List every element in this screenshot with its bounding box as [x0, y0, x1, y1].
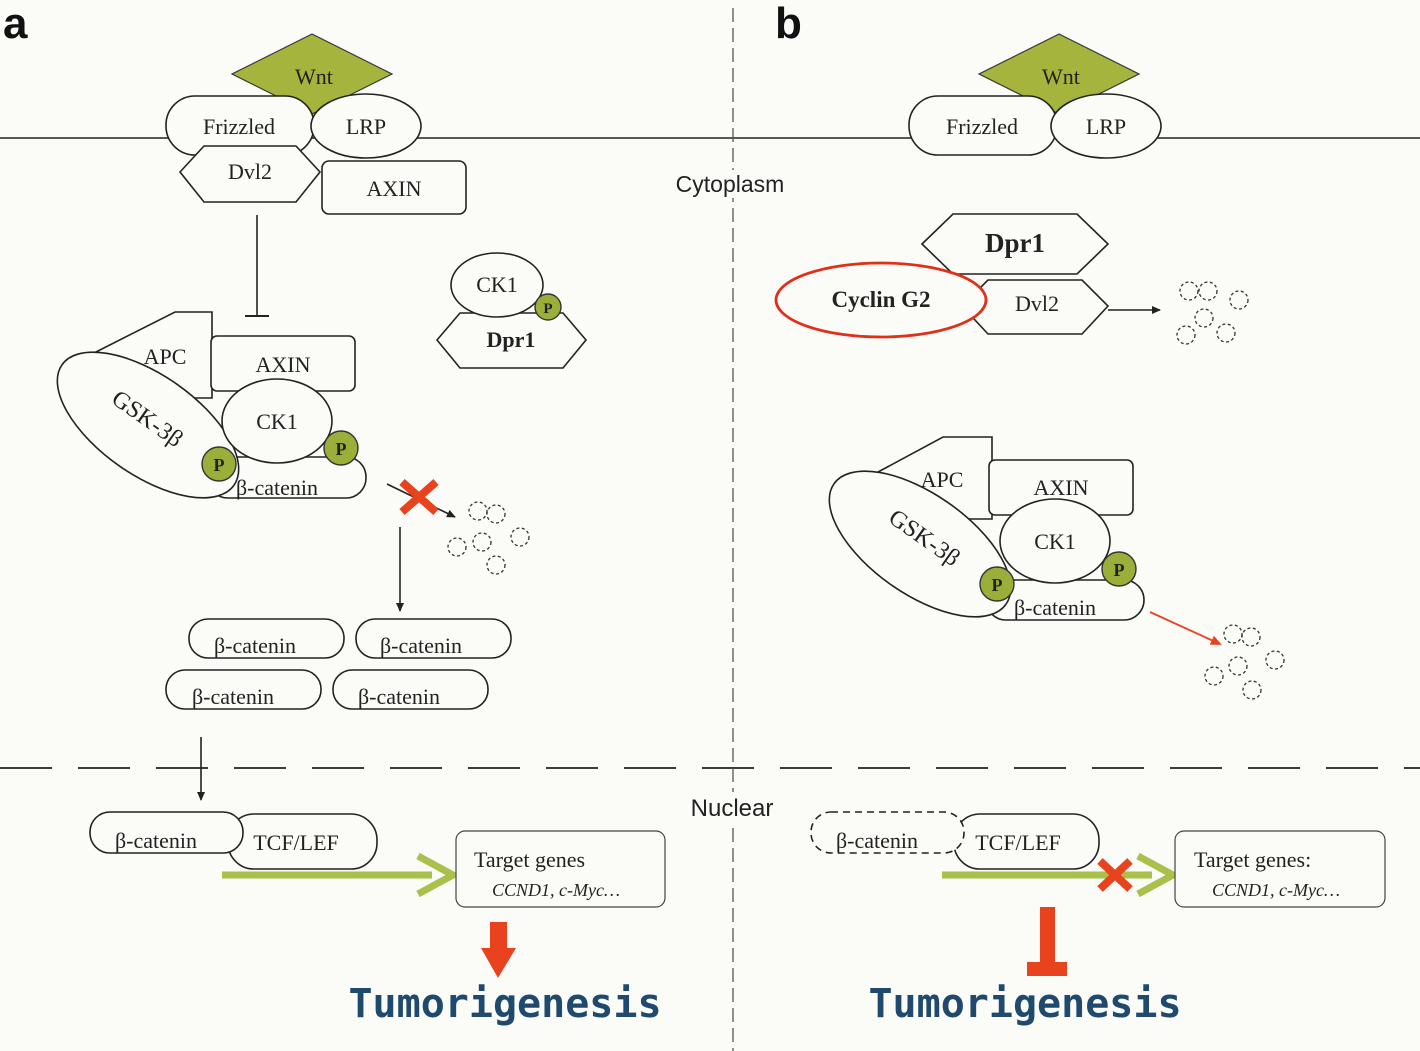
- dvl2-label-b: Dvl2: [1015, 291, 1059, 316]
- ck1-label-a: CK1: [256, 409, 298, 434]
- red-cross-block-icon: [399, 479, 439, 515]
- red-cross-block-icon: [1097, 858, 1133, 892]
- tcf-lef-label-b: TCF/LEF: [975, 830, 1061, 855]
- tumorigenesis-label-a: Tumorigenesis: [348, 981, 661, 1027]
- ck1-label-b: CK1: [1034, 529, 1076, 554]
- beta-catenin-pool-label: β-catenin: [214, 633, 296, 658]
- panel-a: Wnt Frizzled LRP Dvl2 AXIN Dpr1 CK1 P AP…: [56, 33, 666, 1027]
- dvl2-a: [178, 145, 322, 203]
- lrp-coreceptor-b: [1050, 93, 1162, 159]
- cyclin-g2: [774, 261, 988, 339]
- promotes-arrow-icon: [481, 922, 516, 978]
- apc-label-a: APC: [144, 344, 187, 369]
- phosphate-badge-icon: [1101, 551, 1137, 587]
- apc-label-b: APC: [921, 467, 964, 492]
- target-genes-list-b: CCND1, c-Myc…: [1212, 880, 1340, 900]
- dpr1-a: [435, 312, 588, 369]
- panel-label-a: a: [3, 0, 28, 48]
- axin-label-b: AXIN: [1034, 475, 1089, 500]
- degradation-fragments-icon: [1204, 624, 1285, 700]
- beta-catenin-pool-label: β-catenin: [192, 684, 274, 709]
- wnt-label-b: Wnt: [1042, 64, 1080, 89]
- target-genes-box-a: [455, 830, 666, 908]
- lrp-coreceptor-a: [310, 93, 422, 159]
- beta-catenin-pool: [332, 669, 489, 710]
- ck1-free-a: [450, 252, 544, 318]
- target-genes-label-b: Target genes:: [1194, 847, 1311, 872]
- tumorigenesis-label-b: Tumorigenesis: [868, 981, 1181, 1027]
- dvl2-b: [960, 279, 1110, 335]
- beta-catenin-complex-label-b: β-catenin: [1014, 595, 1096, 620]
- axin-label-a: AXIN: [256, 352, 311, 377]
- beta-catenin-nuclear-label-b: β-catenin: [836, 828, 918, 853]
- beta-catenin-pool: [355, 618, 512, 659]
- phosphate-label: P: [992, 575, 1003, 595]
- phosphate-badge-icon: [201, 446, 237, 482]
- beta-catenin-nuclear-a: [89, 811, 244, 854]
- gsk3b-a: [56, 351, 240, 499]
- cyclin-g2-label: Cyclin G2: [831, 287, 930, 312]
- target-genes-box-b: [1174, 830, 1386, 908]
- axin-membrane-label-a: AXIN: [367, 176, 422, 201]
- inhibition-bar-icon: [1027, 907, 1067, 976]
- phosphate-badge-icon: [979, 566, 1015, 602]
- beta-catenin-pool: [188, 618, 345, 659]
- beta-catenin-nuclear-b: [810, 811, 965, 854]
- phosphate-label: P: [214, 455, 225, 475]
- degradation-fragments-icon: [1176, 281, 1249, 345]
- beta-catenin-degradation-arrow-b: [1149, 611, 1222, 645]
- panel-b: Wnt Frizzled LRP Dpr1 Dvl2 Cyclin G2 APC…: [774, 33, 1386, 1027]
- beta-catenin-pool-label: β-catenin: [380, 633, 462, 658]
- beta-catenin-pool-label: β-catenin: [358, 684, 440, 709]
- target-genes-label-a: Target genes: [474, 847, 585, 872]
- phosphate-badge-icon: [534, 293, 562, 321]
- panel-label-b: b: [775, 0, 802, 48]
- phosphate-label: P: [336, 439, 347, 459]
- wnt-label-a: Wnt: [295, 64, 333, 89]
- phosphate-label: P: [543, 301, 552, 317]
- cytoplasm-label: Cytoplasm: [676, 171, 785, 197]
- target-genes-list-a: CCND1, c-Myc…: [492, 880, 620, 900]
- dpr1-label-a: Dpr1: [487, 327, 536, 352]
- activation-arrowhead-a: [416, 852, 461, 898]
- dpr1-label-b: Dpr1: [985, 228, 1045, 258]
- ck1-a: [221, 378, 333, 464]
- beta-catenin-complex-label-a: β-catenin: [236, 475, 318, 500]
- frizzled-label-a: Frizzled: [203, 114, 275, 139]
- nuclear-label: Nuclear: [691, 795, 774, 822]
- beta-catenin-nuclear-label-a: β-catenin: [115, 828, 197, 853]
- frizzled-label-b: Frizzled: [946, 114, 1018, 139]
- axin-membrane-a: [321, 160, 467, 215]
- tcf-lef-label-a: TCF/LEF: [253, 830, 339, 855]
- ck1-free-label-a: CK1: [476, 272, 518, 297]
- ck1-b: [999, 498, 1111, 584]
- phosphate-label: P: [1114, 560, 1125, 580]
- lrp-label-b: LRP: [1086, 114, 1126, 139]
- gsk3b-b: [828, 470, 1012, 618]
- lrp-label-a: LRP: [346, 114, 386, 139]
- beta-catenin-pool: [165, 669, 322, 710]
- degradation-fragments-icon: [447, 501, 530, 575]
- phosphate-badge-icon: [323, 430, 359, 466]
- activation-arrowhead-b: [1136, 852, 1181, 898]
- dvl2-label-a: Dvl2: [228, 159, 272, 184]
